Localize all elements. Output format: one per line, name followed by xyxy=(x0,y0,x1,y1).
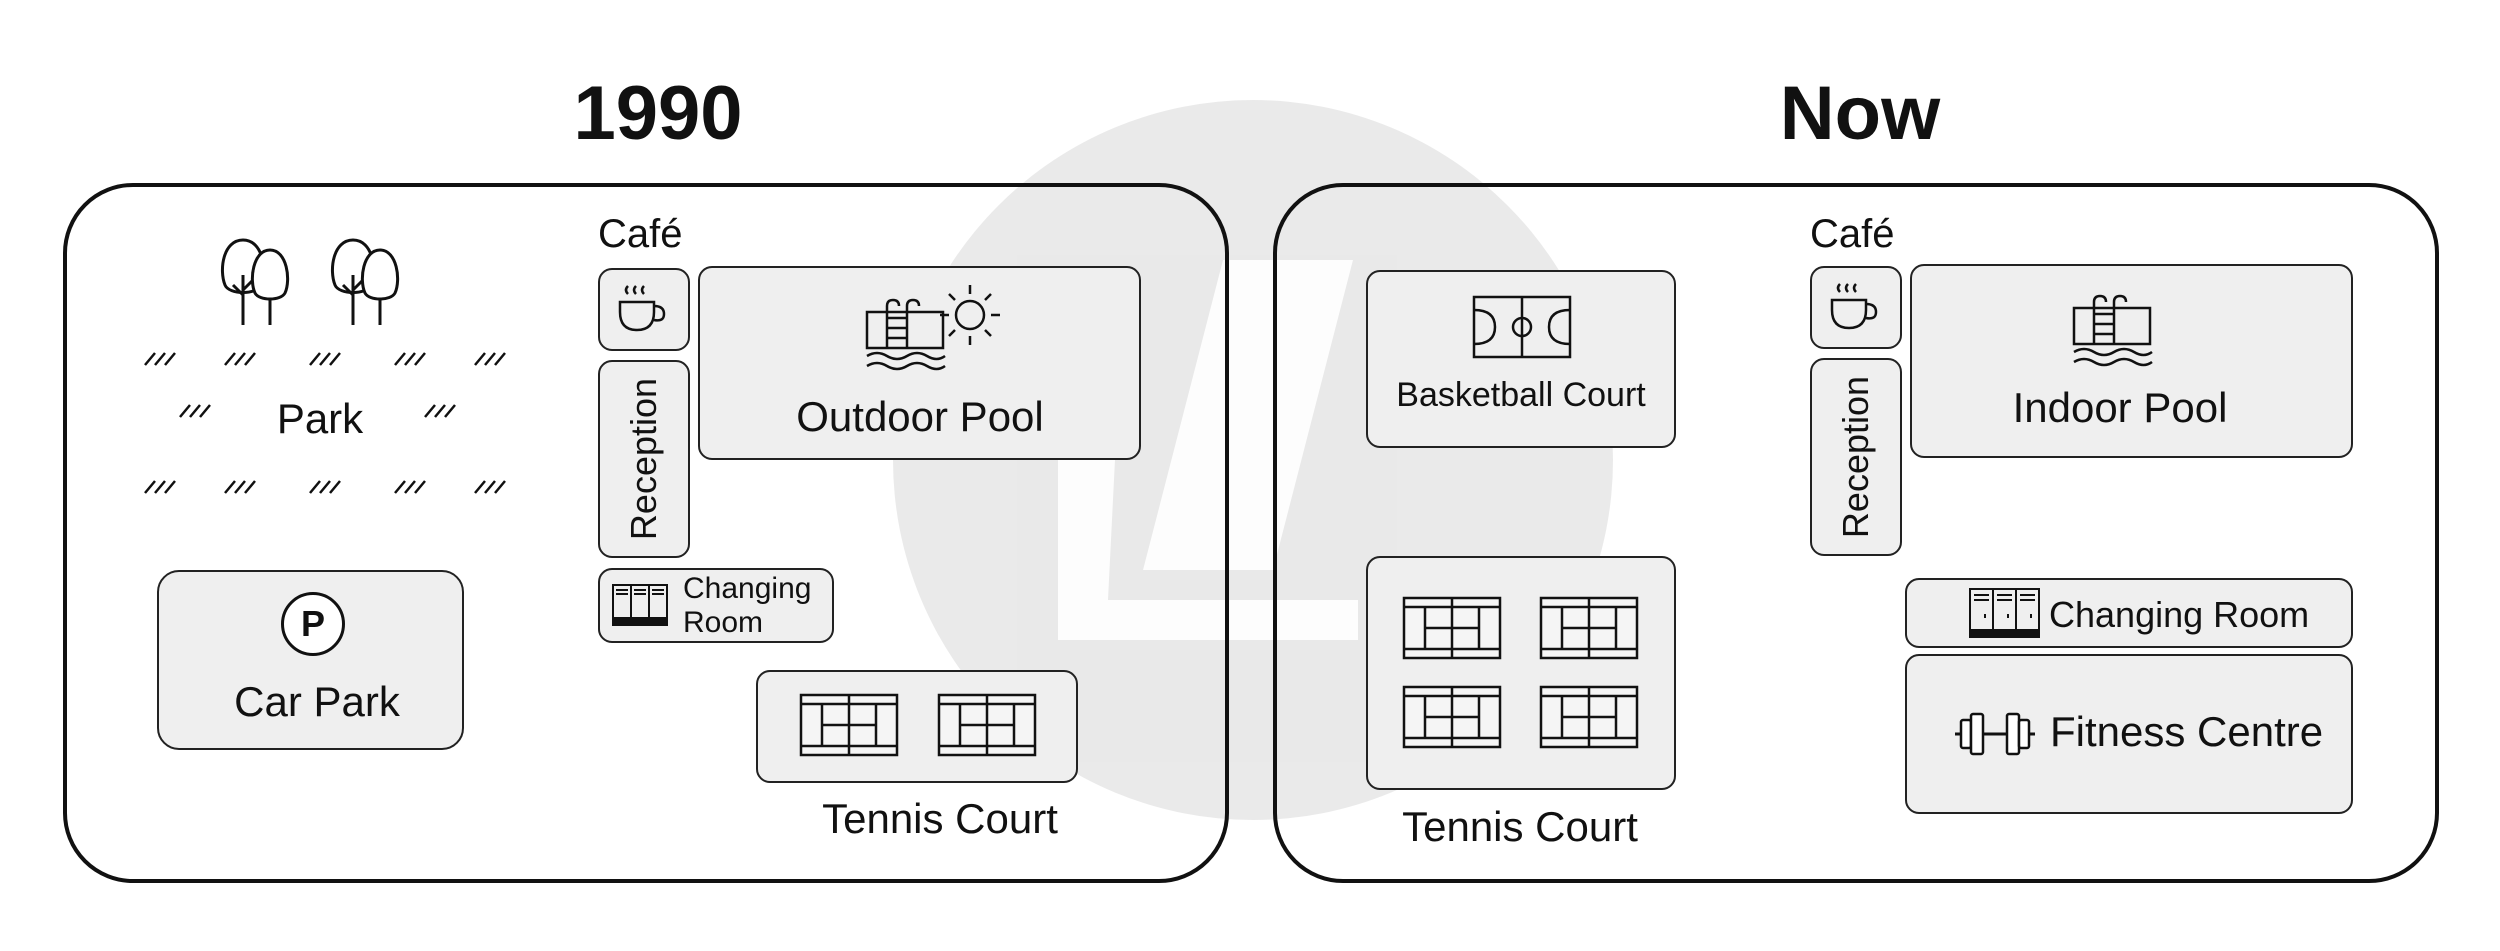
indoor-pool-label: Indoor Pool xyxy=(2012,384,2228,431)
swimming-pool-icon xyxy=(2072,294,2153,367)
tennis-court-icon xyxy=(1539,596,1639,660)
grass-icon xyxy=(144,352,506,494)
cafe-area xyxy=(598,268,690,351)
basketball-court-icon xyxy=(1472,295,1572,359)
parking-icon: P xyxy=(281,592,345,656)
cafe-label: Café xyxy=(598,212,683,256)
swimming-pool-icon xyxy=(865,298,946,371)
cafe-label: Café xyxy=(1810,212,1895,256)
sun-icon xyxy=(940,285,1000,345)
tree-icon xyxy=(221,238,290,325)
tennis-court-icon xyxy=(1539,685,1639,749)
tennis-court-icon xyxy=(1402,685,1502,749)
tennis-court-area xyxy=(1366,556,1676,790)
changing-room-label-line1: Changing xyxy=(683,572,812,605)
map-panel-1990 xyxy=(63,183,1229,883)
car-park-label: Car Park xyxy=(234,678,400,725)
coffee-cup-icon xyxy=(1830,283,1878,330)
changing-room-label: Changing Room xyxy=(2049,594,2310,635)
map-title-now: Now xyxy=(1779,71,1941,156)
tennis-court-label: Tennis Court xyxy=(822,795,1058,842)
reception-label: Reception xyxy=(623,377,664,541)
reception-label: Reception xyxy=(1835,375,1876,539)
locker-icon xyxy=(612,584,668,626)
tennis-court-icon xyxy=(1402,596,1502,660)
coffee-cup-icon xyxy=(618,285,666,332)
reception-area xyxy=(1810,358,1902,556)
dumbbell-icon xyxy=(1955,712,2035,756)
fitness-centre-label: Fitness Centre xyxy=(2050,708,2324,755)
fitness-centre-area xyxy=(1905,654,2353,814)
reception-area xyxy=(598,360,690,558)
changing-room-area xyxy=(598,568,834,643)
changing-room-label-line2: Room xyxy=(683,606,764,639)
outdoor-pool-label: Outdoor Pool xyxy=(796,393,1044,440)
map-title-1990: 1990 xyxy=(573,71,743,156)
park-label: Park xyxy=(276,395,364,442)
locker-icon xyxy=(1969,588,2040,638)
tree-icon xyxy=(331,238,400,325)
cafe-area xyxy=(1810,266,1902,349)
tennis-court-label: Tennis Court xyxy=(1402,803,1638,850)
tennis-court-icon xyxy=(799,693,899,757)
basketball-court-label: Basketball Court xyxy=(1396,376,1646,414)
map-panel-now xyxy=(1273,183,2439,883)
tennis-court-icon xyxy=(937,693,1037,757)
